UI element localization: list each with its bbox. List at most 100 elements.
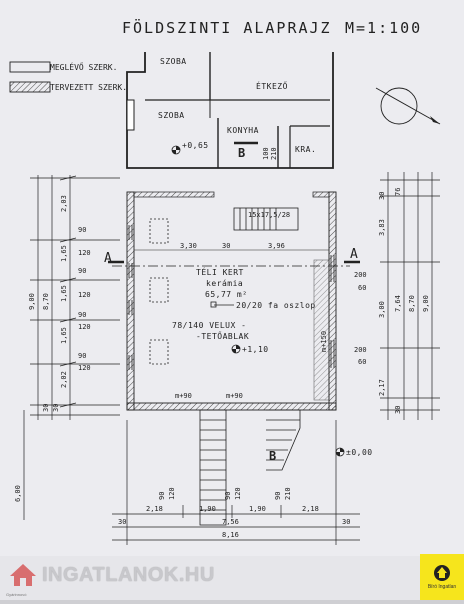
section-b-bottom: B bbox=[269, 449, 276, 463]
dim-bottom-756: 7,56 bbox=[222, 518, 239, 526]
room-szoba-top: SZOBA bbox=[160, 57, 187, 66]
existing-house bbox=[126, 52, 334, 169]
dim-inner-120-1: 120 bbox=[78, 249, 91, 257]
agency-logo-icon bbox=[434, 565, 450, 581]
dim-inner-120-3: 120 bbox=[78, 323, 91, 331]
house-icon bbox=[10, 564, 36, 586]
dim-inner-90-1: 90 bbox=[78, 226, 86, 234]
window-slots bbox=[128, 218, 335, 370]
dim-right-217: 2,17 bbox=[378, 379, 386, 396]
room-szoba: SZOBA bbox=[158, 111, 185, 120]
sill-label-1: m+90 bbox=[175, 392, 192, 400]
room-area: 65,77 m² bbox=[205, 290, 248, 299]
legend-existing-swatch bbox=[9, 61, 51, 73]
dim-right-200-1: 200 bbox=[354, 271, 367, 279]
door-100: 100 bbox=[262, 147, 270, 160]
dim-bottom-v-4: 120 bbox=[234, 487, 242, 500]
brand-logo[interactable]: INGATLANOK.HU bbox=[8, 560, 215, 590]
stair-top-label: 15x17,5/28 bbox=[248, 211, 290, 219]
legend-planned-swatch bbox=[9, 81, 51, 93]
dim-inner-90-3: 90 bbox=[78, 311, 86, 319]
dim-inner-120-2: 120 bbox=[78, 291, 91, 299]
dim-left-30-a: 30 bbox=[42, 404, 50, 412]
entrance-stairs bbox=[199, 409, 301, 526]
section-b-top: B bbox=[238, 146, 245, 160]
dim-bottom-30-a: 30 bbox=[118, 518, 126, 526]
level-existing: +0,65 bbox=[182, 141, 209, 150]
room-konyha: KONYHA bbox=[227, 126, 259, 135]
right-dimension-lines bbox=[380, 172, 440, 420]
dim-right-60-1: 60 bbox=[358, 284, 366, 292]
plan-title: FÖLDSZINTI ALAPRAJZ bbox=[122, 18, 332, 37]
dim-bottom-v-2: 120 bbox=[168, 487, 176, 500]
dim-left-2: 1,65 bbox=[60, 245, 68, 262]
dim-inner-120-4: 120 bbox=[78, 364, 91, 372]
room-keramia: kerámia bbox=[206, 279, 243, 288]
corner-note: Gyárinnovó bbox=[6, 592, 27, 597]
dim-inner-90-2: 90 bbox=[78, 267, 86, 275]
left-dimension-lines bbox=[23, 175, 120, 520]
dim-inner-h-1: 3,30 bbox=[180, 242, 197, 250]
dim-bottom-v-5: 90 bbox=[274, 492, 282, 500]
room-teli-kert: TÉLI KERT bbox=[196, 266, 244, 277]
dim-left-6: 6,00 bbox=[14, 485, 22, 502]
dim-right-30b: 30 bbox=[394, 406, 402, 414]
dim-bottom-2: 1,90 bbox=[199, 505, 216, 513]
sill-label-3: m+150 bbox=[320, 331, 328, 352]
level-floor: +1,10 bbox=[242, 345, 269, 354]
dim-right-383: 3,83 bbox=[378, 219, 386, 236]
legend: MEGLÉVŐ SZERK. TERVEZETT SZERK. bbox=[9, 61, 127, 93]
dim-bottom-3: 1,90 bbox=[249, 505, 266, 513]
floor-level-icon bbox=[231, 344, 241, 354]
velux-label-1: 78/140 VELUX - bbox=[172, 321, 246, 330]
dim-left-1: 2,03 bbox=[60, 195, 68, 212]
dim-left-3: 1,65 bbox=[60, 285, 68, 302]
dim-inner-h-2: 30 bbox=[222, 242, 230, 250]
section-a-right: A bbox=[350, 247, 358, 262]
level-ground: ±0,00 bbox=[346, 448, 373, 457]
dim-right-30: 30 bbox=[378, 192, 386, 200]
plan-scale: M=1:100 bbox=[345, 19, 422, 37]
winter-garden-walls bbox=[126, 191, 337, 411]
north-arrow-icon bbox=[375, 87, 441, 125]
legend-planned-label: TERVEZETT SZERK. bbox=[50, 83, 127, 92]
dim-right-total-3: 9,00 bbox=[422, 295, 430, 312]
dim-right-200-2: 200 bbox=[354, 346, 367, 354]
room-kra: KRA. bbox=[295, 145, 316, 154]
agency-badge[interactable]: Bíró Ingatlan bbox=[420, 554, 464, 600]
dim-bottom-total: 8,16 bbox=[222, 531, 239, 539]
dim-left-4: 1,65 bbox=[60, 327, 68, 344]
dim-left-5: 2,02 bbox=[60, 371, 68, 388]
ground-level-icon bbox=[335, 447, 345, 457]
dim-right-300: 3,00 bbox=[378, 301, 386, 318]
sill-label-2: m+90 bbox=[226, 392, 243, 400]
dim-right-total-1: 7,64 bbox=[394, 295, 402, 312]
dim-bottom-v-6: 210 bbox=[284, 487, 292, 500]
dim-inner-90-4: 90 bbox=[78, 352, 86, 360]
dim-inner-h-3: 3,96 bbox=[268, 242, 285, 250]
room-etkezo: ÉTKEZŐ bbox=[256, 80, 288, 91]
dim-left-30-b: 30 bbox=[52, 404, 60, 412]
dim-right-60-2: 60 bbox=[358, 358, 366, 366]
dim-bottom-v-3: 90 bbox=[224, 492, 232, 500]
pillar-label: 20/20 fa oszlop bbox=[236, 301, 316, 310]
section-a-left: A bbox=[104, 251, 112, 266]
door-210: 210 bbox=[270, 147, 278, 160]
brand-text: INGATLANOK.HU bbox=[42, 563, 215, 586]
dim-bottom-30-b: 30 bbox=[342, 518, 350, 526]
bottom-dimension-lines bbox=[112, 420, 360, 545]
dim-left-total-1: 9,00 bbox=[28, 293, 36, 310]
legend-existing-label: MEGLÉVŐ SZERK. bbox=[50, 61, 117, 72]
level-marker-icon bbox=[171, 145, 181, 155]
footer-bar bbox=[0, 556, 464, 600]
dim-bottom-1: 2,18 bbox=[146, 505, 163, 513]
dim-bottom-4: 2,18 bbox=[302, 505, 319, 513]
dim-bottom-v-1: 90 bbox=[158, 492, 166, 500]
dim-left-total-2: 8,70 bbox=[42, 293, 50, 310]
agency-caption: Bíró Ingatlan bbox=[427, 584, 457, 590]
velux-label-2: -TETŐABLAK bbox=[196, 331, 249, 341]
internal-stair bbox=[233, 207, 299, 231]
section-a-line bbox=[108, 260, 360, 267]
